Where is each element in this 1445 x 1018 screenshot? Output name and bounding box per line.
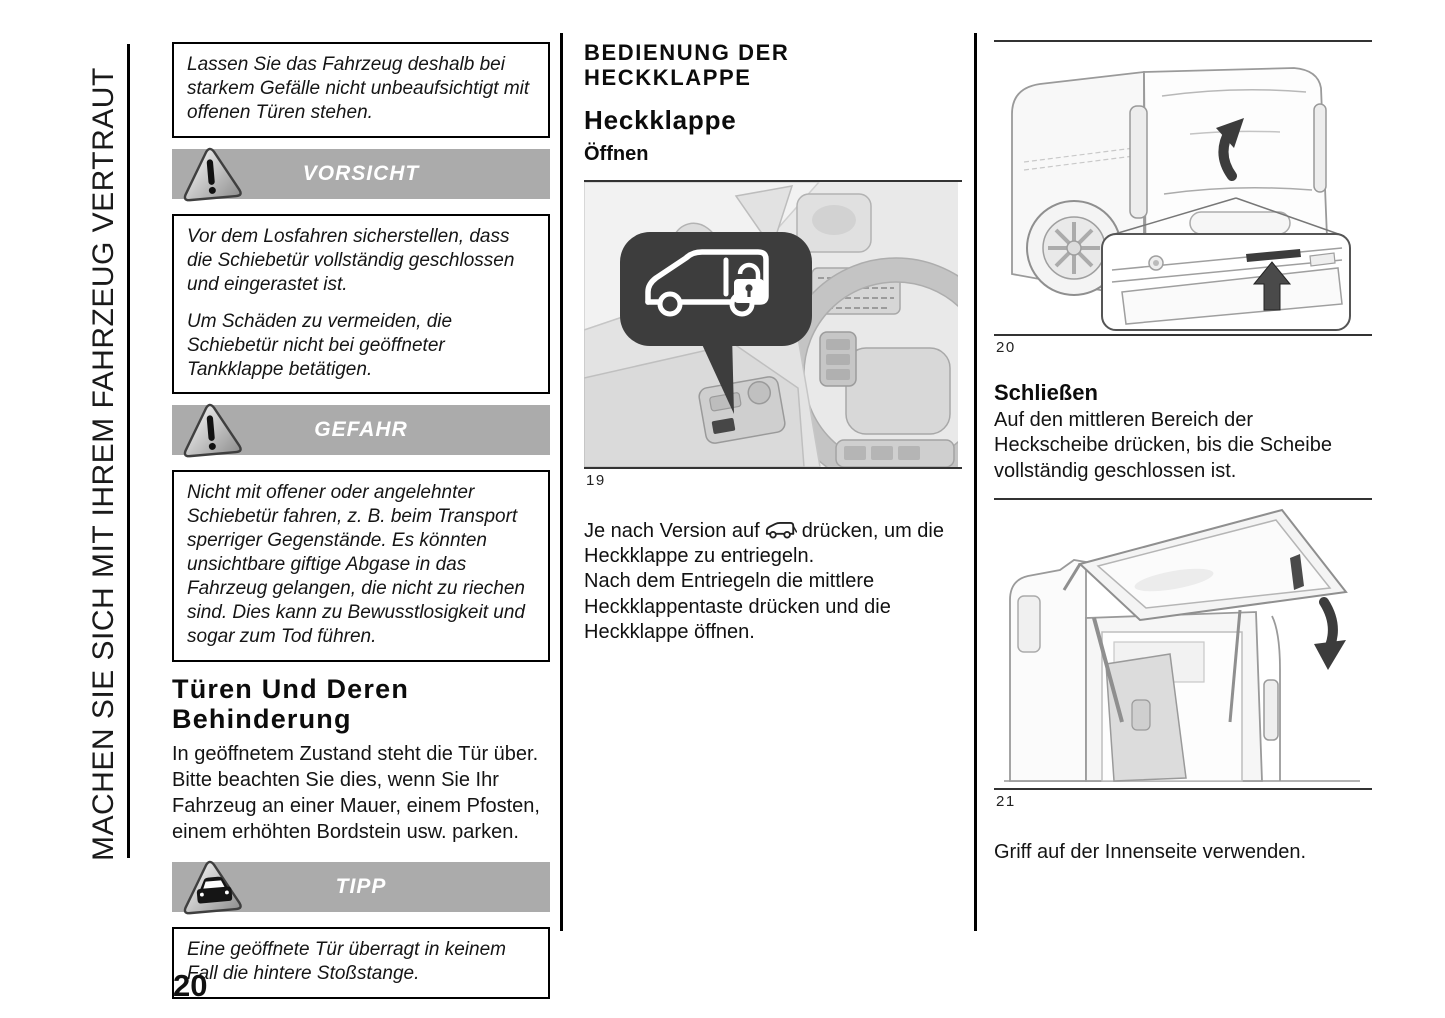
vorsicht-banner: VORSICHT	[172, 147, 550, 202]
van-lock-icon	[645, 248, 769, 317]
schliessen-heading: Schließen	[994, 380, 1098, 405]
doors-heading: Türen Und Deren Behinderung	[172, 674, 410, 734]
sidebar-vertical-rule	[127, 44, 130, 858]
open-instructions: Je nach Version auf drücken, um die Heck…	[584, 519, 962, 646]
note-text: Um Schäden zu vermeiden, die Schiebetür …	[187, 310, 453, 380]
open-instruction: Nach dem Entriegeln die mittlere Heckkla…	[584, 570, 891, 644]
note-box-bumper: Eine geöffnete Tür überragt in keinem Fa…	[172, 927, 550, 1000]
press-up-arrow	[1252, 261, 1292, 311]
warning-triangle-icon	[183, 147, 242, 202]
tipp-label: TIPP	[335, 875, 387, 899]
figure-21-number: 21	[996, 793, 1016, 811]
chapter-vertical-label: MACHEN SIE SICH MIT IHREM FAHRZEUG VERTR…	[87, 67, 120, 861]
figure-20-art	[994, 40, 1372, 336]
figure-20: 20	[994, 40, 1372, 356]
heckklappe-subheading: Heckklappe	[584, 104, 737, 135]
tailgate-unlock-icon	[765, 521, 797, 539]
section-title: BEDIENUNG DER HECKKLAPPE	[584, 40, 790, 91]
note-box-slope: Lassen Sie das Fahrzeug deshalb bei star…	[172, 42, 550, 138]
gefahr-banner: GEFAHR	[172, 404, 550, 458]
column-left: Lassen Sie das Fahrzeug deshalb bei star…	[172, 42, 550, 1000]
window-switch-pod	[698, 375, 786, 444]
release-switch	[1246, 249, 1301, 262]
tipp-banner: TIPP	[172, 861, 550, 915]
column-right: 20 Schließen Auf den mittleren Bereich d…	[994, 40, 1372, 866]
unlock-instruction: Je nach Version auf drücken, um die Heck…	[584, 519, 944, 567]
note-text: Vor dem Losfahren sicherstellen, dass di…	[187, 225, 515, 295]
note-text: Lassen Sie das Fahrzeug deshalb bei star…	[187, 54, 530, 123]
figure-19: 19	[584, 179, 962, 489]
note-text: Nicht mit offener oder angelehnter Schie…	[187, 482, 526, 648]
note-text: Eine geöffnete Tür überragt in keinem Fa…	[187, 939, 506, 985]
column-middle: BEDIENUNG DER HECKKLAPPE Heckklappe Öffn…	[584, 40, 962, 646]
figure-21: 21	[994, 498, 1372, 810]
gefahr-label: GEFAHR	[314, 418, 408, 442]
note-box-sliding-door: Vor dem Losfahren sicherstellen, dass di…	[172, 213, 550, 395]
van-rear-illustration	[994, 42, 1368, 334]
column-divider-left	[560, 33, 563, 931]
open-tailgate-illustration	[994, 500, 1368, 789]
page-number: 20	[173, 968, 208, 1003]
warning-triangle-icon	[183, 404, 242, 458]
tailgate-lock-button	[711, 417, 736, 434]
oeffnen-subheading: Öffnen	[584, 142, 649, 165]
doors-paragraph: In geöffnetem Zustand steht die Tür über…	[172, 743, 540, 844]
figure-19-number: 19	[586, 471, 606, 489]
close-instruction: Auf den mittleren Bereich der Heckscheib…	[994, 409, 1332, 482]
note-box-exhaust: Nicht mit offener oder angelehnter Schie…	[172, 470, 550, 662]
car-warning-sign-icon	[183, 861, 242, 915]
vorsicht-label: VORSICHT	[302, 161, 420, 185]
figure-21-art	[994, 498, 1372, 791]
column-divider-right	[974, 33, 977, 931]
door-panel-illustration	[584, 181, 958, 467]
figure-20-number: 20	[996, 339, 1016, 356]
figure-19-art	[584, 179, 962, 469]
handle-instruction: Griff auf der Innenseite verwenden.	[994, 841, 1307, 864]
